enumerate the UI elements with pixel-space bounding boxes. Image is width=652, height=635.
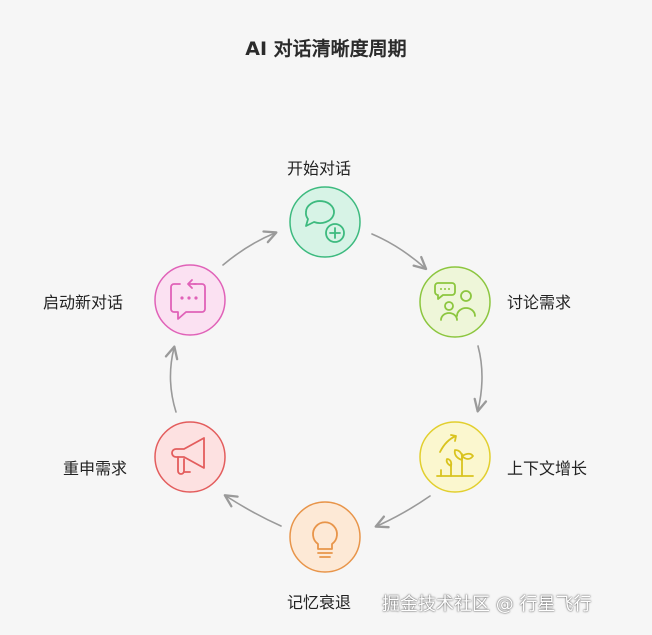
growth-plant-icon — [436, 434, 474, 477]
node-restart — [154, 264, 226, 336]
people-chat-icon — [434, 282, 476, 321]
arrow-restart-to-start — [222, 230, 278, 266]
arrow-discuss-to-context — [473, 345, 488, 413]
node-label-context: 上下文增长 — [507, 459, 588, 478]
node-label-restate: 重申需求 — [63, 459, 128, 478]
arrow-restate-to-restart — [164, 345, 179, 413]
refresh-chat-icon — [170, 279, 206, 320]
diagram-title: AI 对话清晰度周期 — [245, 38, 407, 60]
lightbulb-icon — [312, 521, 338, 558]
arrow-start-to-discuss — [371, 233, 428, 271]
node-label-restart: 启动新对话 — [43, 293, 124, 312]
node-context — [419, 421, 491, 493]
arrow-context-to-decay — [374, 495, 431, 529]
watermark-text: 掘金技术社区 @ 行星飞行 — [382, 594, 592, 615]
node-restate — [154, 421, 226, 493]
arrow-decay-to-restate — [223, 494, 282, 527]
megaphone-icon — [171, 437, 205, 475]
node-label-discuss: 讨论需求 — [507, 293, 572, 312]
node-label-start: 开始对话 — [287, 159, 352, 178]
node-discuss — [419, 266, 491, 338]
node-start — [289, 186, 361, 258]
chat-plus-icon — [305, 200, 345, 243]
node-decay — [289, 501, 361, 573]
node-label-decay: 记忆衰退 — [287, 593, 352, 612]
